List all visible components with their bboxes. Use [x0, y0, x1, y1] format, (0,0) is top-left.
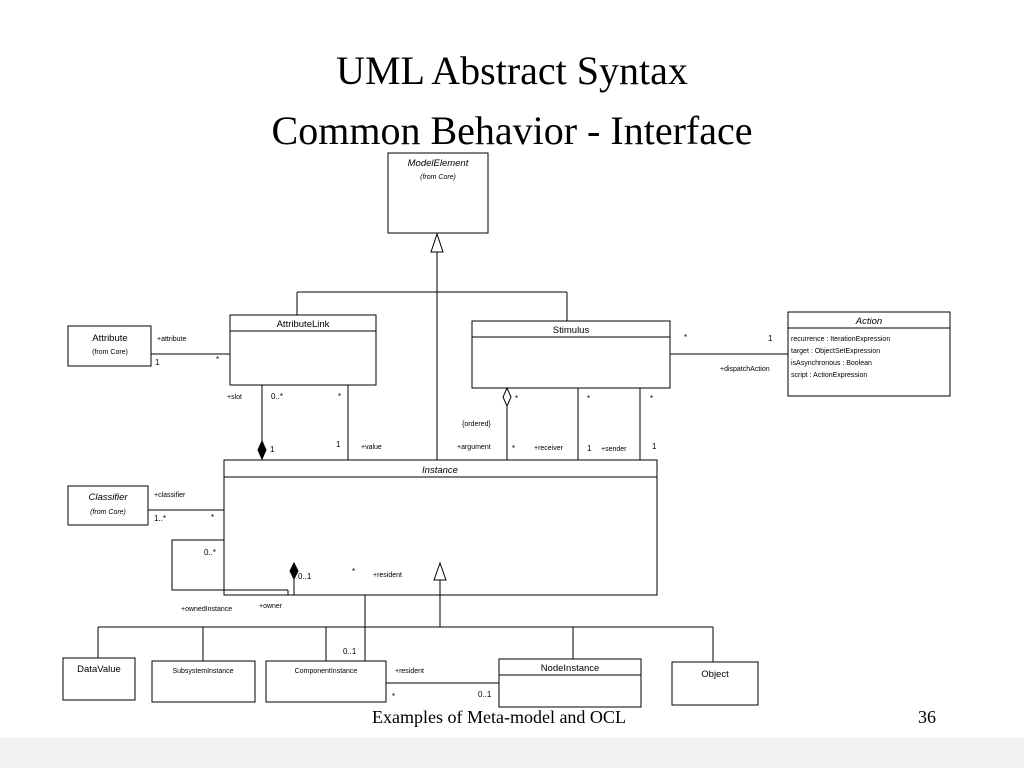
- argument-aggregation-diamond: [502, 386, 512, 408]
- slot-multiplicity: 0..*: [271, 392, 283, 401]
- object-box: [671, 661, 759, 706]
- resident-instance-multiplicity: *: [352, 567, 355, 576]
- node-resident-role-label: +resident: [395, 668, 424, 675]
- attribute-multiplicity-one: 1: [155, 358, 160, 367]
- argument-stimulus-multiplicity: *: [515, 394, 518, 403]
- data-value-name: DataValue: [77, 664, 121, 675]
- subsystem-instance-name: SubsystemInstance: [172, 668, 233, 675]
- receiver-stimulus-multiplicity: *: [587, 394, 590, 403]
- sender-stimulus-multiplicity: *: [650, 394, 653, 403]
- component-instance-multiplicity: 0..1: [343, 647, 357, 656]
- action-box: [787, 311, 951, 397]
- action-attribute-script: script : ActionExpression: [791, 372, 867, 379]
- classifier-from: (from Core): [90, 509, 126, 516]
- classifier-box: [67, 485, 149, 526]
- value-role-label: +value: [361, 444, 382, 451]
- attribute-name: Attribute: [92, 333, 127, 344]
- classifier-name: Classifier: [88, 492, 128, 503]
- generalization-arrow-model-element: [430, 232, 444, 253]
- action-attribute-is-asynchronous: isAsynchronous : Boolean: [791, 360, 872, 367]
- data-value-box: [62, 657, 136, 701]
- sender-role-label: +sender: [601, 446, 627, 453]
- owner-role-label: +owner: [259, 603, 283, 610]
- model-element-name: ModelElement: [408, 158, 469, 169]
- title-line-1: UML Abstract Syntax: [336, 48, 688, 93]
- footer-text: Examples of Meta-model and OCL: [372, 707, 626, 727]
- classifier-role-label: +classifier: [154, 492, 186, 499]
- action-attribute-recurrence: recurrence : IterationExpression: [791, 336, 890, 343]
- resident-role-label: +resident: [373, 572, 402, 579]
- sender-multiplicity: 1: [652, 442, 657, 451]
- classifier-multiplicity: 1..*: [154, 514, 166, 523]
- component-resident-multiplicity: *: [392, 692, 395, 701]
- slot-owner-multiplicity: 1: [270, 445, 275, 454]
- node-instance-multiplicity: 0..1: [478, 690, 492, 699]
- instance-name: Instance: [422, 465, 458, 476]
- owned-instance-role-label: +ownedInstance: [181, 606, 232, 613]
- action-multiplicity: 1: [768, 334, 773, 343]
- bottom-band: [0, 738, 1024, 768]
- attribute-from: (from Core): [92, 349, 128, 356]
- action-attribute-target: target : ObjectSetExpression: [791, 348, 880, 355]
- owned-instance-multiplicity: 0..*: [204, 548, 216, 557]
- subsystem-instance-box: [151, 660, 256, 703]
- owned-instance-association: [171, 539, 288, 591]
- value-multiplicity: 1: [336, 440, 341, 449]
- page-number: 36: [918, 707, 936, 727]
- title-line-2: Common Behavior - Interface: [271, 108, 753, 153]
- ordered-constraint: {ordered}: [462, 421, 491, 428]
- attribute-link-value-multiplicity: *: [338, 392, 341, 401]
- attribute-link-name: AttributeLink: [277, 319, 330, 330]
- component-instance-name: ComponentInstance: [295, 668, 358, 675]
- slot-role-label: +slot: [227, 394, 242, 401]
- attribute-link-multiplicity: *: [216, 355, 219, 364]
- node-instance-name: NodeInstance: [541, 663, 600, 674]
- attribute-link-box: [229, 314, 377, 386]
- component-instance-box: [265, 660, 387, 703]
- instance-classifier-multiplicity: *: [211, 513, 214, 522]
- attribute-role-label: +attribute: [157, 336, 186, 343]
- generalization-arrow-instance: [433, 561, 447, 581]
- stimulus-name: Stimulus: [553, 325, 590, 336]
- object-name: Object: [701, 669, 729, 680]
- argument-role-label: +argument: [457, 444, 491, 451]
- model-element-box: [387, 152, 489, 234]
- receiver-role-label: +receiver: [534, 445, 564, 452]
- argument-multiplicity: *: [512, 444, 515, 453]
- model-element-from: (from Core): [420, 174, 456, 181]
- receiver-multiplicity: 1: [587, 444, 592, 453]
- owner-multiplicity: 0..1: [298, 572, 312, 581]
- dispatch-action-role-label: +dispatchAction: [720, 366, 770, 373]
- slot-composition-diamond: [257, 439, 267, 461]
- stimulus-action-multiplicity: *: [684, 333, 687, 342]
- action-name: Action: [855, 316, 882, 327]
- node-instance-box: [498, 658, 642, 708]
- stimulus-box: [471, 320, 671, 389]
- attribute-box: [67, 325, 152, 367]
